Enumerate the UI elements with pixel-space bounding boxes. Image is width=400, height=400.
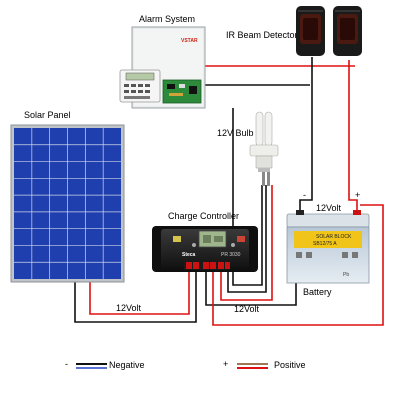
- battery-pb-mark: Pb: [343, 272, 349, 278]
- bulb: [249, 111, 279, 186]
- ir-beam-detector-label: IR Beam Detector: [226, 30, 298, 40]
- battery: SOLAR BLOCK SB12/75 A Pb: [286, 210, 370, 284]
- battery-positive-terminal: [353, 210, 361, 215]
- controller-model-text: PR 3030: [221, 252, 241, 258]
- bulb-label: 12V Bulb: [217, 128, 254, 138]
- controller-brand-text: Steca: [182, 252, 196, 258]
- positive-mark: +: [355, 190, 360, 200]
- wire-bulb-controller-positive: [220, 185, 273, 301]
- legend-negative-sign: -: [65, 359, 68, 369]
- battery-negative-terminal: [296, 210, 304, 215]
- legend-negative-label: Negative: [109, 360, 145, 370]
- charge-controller-label: Charge Controller: [168, 211, 239, 221]
- alarm-brand-text: VSTAR: [181, 38, 198, 44]
- solar-panel: [10, 124, 125, 283]
- battery-model-text: SB12/75 A: [313, 241, 337, 247]
- legend-positive-sign: +: [223, 359, 228, 369]
- solar-panel-label: Solar Panel: [24, 110, 71, 120]
- wire-bulb-controller-negative: [227, 185, 267, 293]
- battery-brand-text: SOLAR BLOCK: [316, 234, 352, 240]
- legend-positive-label: Positive: [274, 360, 306, 370]
- wire-alarm-bulb: [232, 108, 263, 286]
- wire-ir-battery-negative: [299, 57, 313, 215]
- volt-label-bulb: 12Volt: [234, 304, 260, 314]
- alarm-system: VSTAR: [119, 26, 206, 109]
- wire-solar-controller-positive: [89, 272, 190, 315]
- wire-ir-battery-positive: [348, 60, 358, 215]
- volt-label-solar: 12Volt: [116, 303, 142, 313]
- charge-controller: Steca PR 3030: [152, 226, 258, 272]
- wire-controller-battery-positive: [212, 204, 384, 326]
- battery-label: Battery: [303, 287, 332, 297]
- negative-mark: -: [303, 190, 306, 200]
- volt-label-battery: 12Volt: [316, 203, 342, 213]
- controller-terminals: [184, 261, 230, 270]
- wire-solar-controller-negative: [74, 272, 197, 323]
- alarm-system-label: Alarm System: [139, 14, 195, 24]
- legend: - Negative + Positive: [65, 359, 306, 370]
- alarm-keypad: [119, 69, 161, 103]
- ir-beam-detector: [296, 6, 362, 56]
